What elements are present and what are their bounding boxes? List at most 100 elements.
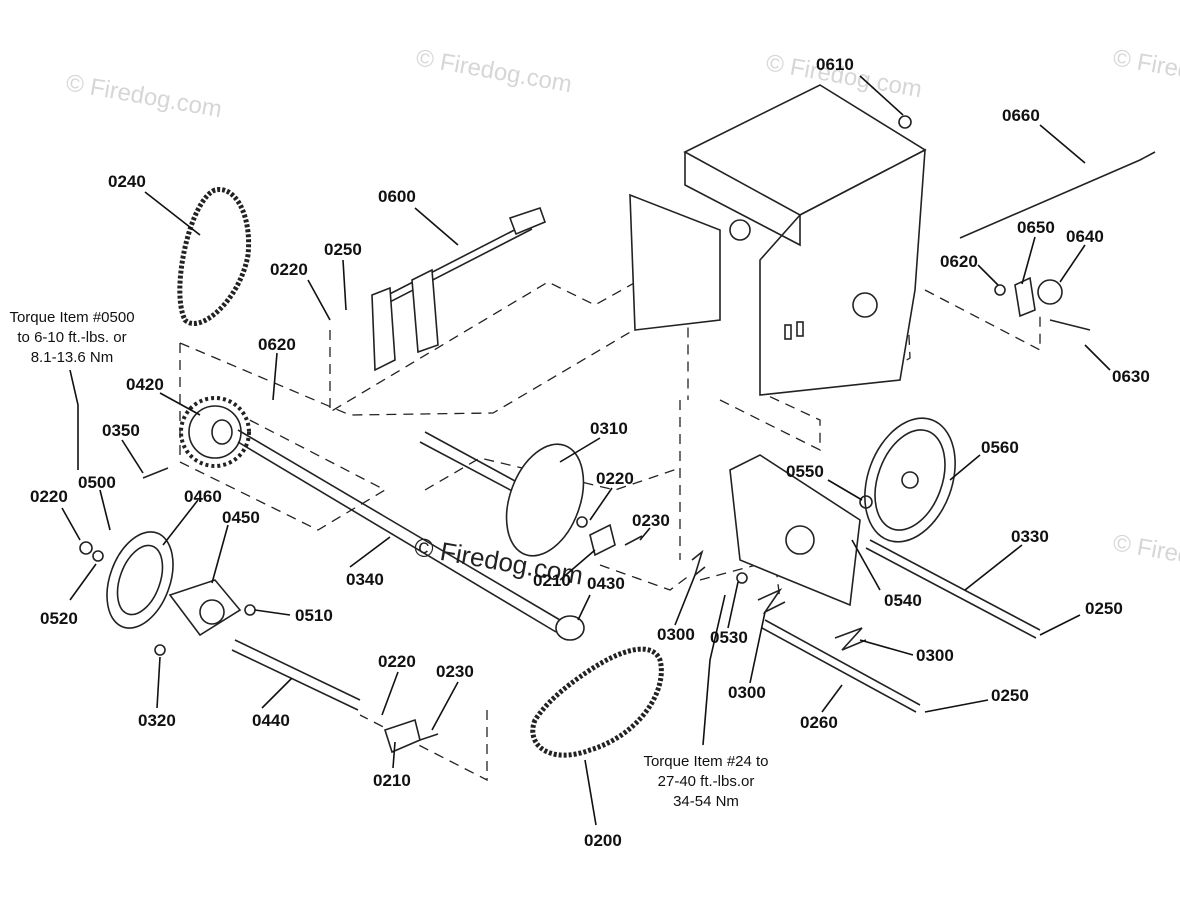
callout-label: 0250 <box>1085 599 1123 618</box>
nut-0510 <box>244 604 256 616</box>
chain-0240 <box>177 187 252 326</box>
shift-fork <box>411 268 439 354</box>
note-line: 27-40 ft.-lbs.or <box>658 773 755 790</box>
leader-0340 <box>349 536 391 568</box>
callout-label: 0340 <box>346 570 384 589</box>
friction-plate-0540 <box>691 454 867 651</box>
pulley-0460 <box>106 531 174 629</box>
callout-label: 0440 <box>252 711 290 730</box>
bolt-0630 <box>1049 319 1091 331</box>
callout-label: 0300 <box>657 625 695 644</box>
note-line: Torque Item #0500 <box>9 309 134 326</box>
leader-0300 <box>674 574 696 626</box>
leader-0600 <box>414 207 459 246</box>
shaft-0440 <box>231 649 359 711</box>
callout-label: 0300 <box>916 646 954 665</box>
watermark: © Firedog.com <box>64 69 224 123</box>
pulley-rim <box>864 417 956 543</box>
flange-bearing-0210 <box>589 523 616 557</box>
torque-note-0500: Torque Item #0500 to 6-10 ft.-lbs. or 8.… <box>9 309 134 366</box>
spring-0300 <box>834 627 867 651</box>
shaft-line <box>237 429 561 621</box>
leader-0200 <box>584 759 597 826</box>
leader-0300 <box>749 611 766 684</box>
leader-0330 <box>964 544 1023 591</box>
callout-label: 0650 <box>1017 218 1055 237</box>
bolt-0230 <box>624 535 643 546</box>
leader-0350 <box>121 439 144 474</box>
leader-0210 <box>392 741 396 769</box>
callout-label: 0310 <box>590 419 628 438</box>
callout-label: 0210 <box>373 771 411 790</box>
shaft-line <box>377 221 531 301</box>
leader-0430 <box>577 594 591 621</box>
watermark: © Firedog.com <box>1111 44 1180 98</box>
callout-labels: 0610 0660 0240 0600 0250 0220 0650 0640 … <box>30 55 1150 850</box>
bearing-housing-0450 <box>168 579 242 637</box>
leader-0250 <box>924 699 989 713</box>
leader-0220 <box>589 487 613 521</box>
ring-0520 <box>92 550 104 562</box>
leader-0540 <box>851 539 881 591</box>
washer-0220 <box>576 516 588 528</box>
nut-0620 <box>994 284 1006 296</box>
bearing-0610 <box>898 115 912 129</box>
watermark: © Firedog.com <box>1111 529 1180 583</box>
bearing-hub <box>199 599 225 625</box>
frame-axle-hole <box>852 292 878 318</box>
leader-0660 <box>1039 124 1086 164</box>
leader-0650 <box>1021 236 1036 285</box>
callout-label: 0560 <box>981 438 1019 457</box>
leader-0620 <box>272 352 278 401</box>
shaft-0330 <box>869 539 1041 631</box>
callout-label: 0230 <box>632 511 670 530</box>
callout-label: 0350 <box>102 421 140 440</box>
ring-0320 <box>154 644 166 656</box>
spring-0300 <box>691 549 706 578</box>
callout-label: 0240 <box>108 172 146 191</box>
callout-label: 0230 <box>436 662 474 681</box>
leader-0520 <box>69 563 97 601</box>
callout-label: 0510 <box>295 606 333 625</box>
callout-label: 0250 <box>324 240 362 259</box>
leader-0220 <box>381 671 399 716</box>
leader-lines <box>61 75 1111 826</box>
callout-label: 0320 <box>138 711 176 730</box>
callout-label: 0220 <box>596 469 634 488</box>
plate-hub <box>785 525 815 555</box>
sprocket-hub <box>211 419 233 445</box>
shift-shaft-0600 <box>371 206 547 372</box>
shaft-line <box>237 441 557 633</box>
drive-pulley-0560 <box>859 417 956 543</box>
leader-0530 <box>727 581 739 629</box>
guide-line <box>359 710 488 782</box>
leader-0420 <box>159 392 201 416</box>
leader-0310 <box>559 437 601 463</box>
leader-0640 <box>1059 244 1086 283</box>
torque-note-24: Torque Item #24 to 27-40 ft.-lbs.or 34-5… <box>643 753 768 810</box>
leader-0250 <box>1039 614 1081 636</box>
frame-housing <box>629 84 927 396</box>
leader-0550 <box>827 479 863 501</box>
callout-label: 0610 <box>816 55 854 74</box>
leader-0320 <box>156 656 161 709</box>
leader-0240 <box>144 191 201 236</box>
guide-line <box>179 284 711 416</box>
sprocket-teeth <box>179 396 251 468</box>
leader-0220 <box>307 279 331 321</box>
callout-label: 0520 <box>40 609 78 628</box>
leader-0440 <box>261 677 293 709</box>
bushing-0430 <box>555 615 585 641</box>
callout-label: 0450 <box>222 508 260 527</box>
leader-0250 <box>342 259 347 311</box>
washer-0550 <box>859 495 873 509</box>
callout-label: 0220 <box>270 260 308 279</box>
callout-label: 0420 <box>126 375 164 394</box>
callout-label: 0300 <box>728 683 766 702</box>
callout-label: 0200 <box>584 831 622 850</box>
callout-label: 0330 <box>1011 527 1049 546</box>
leader-0230 <box>431 681 459 731</box>
callout-label: 0550 <box>786 462 824 481</box>
